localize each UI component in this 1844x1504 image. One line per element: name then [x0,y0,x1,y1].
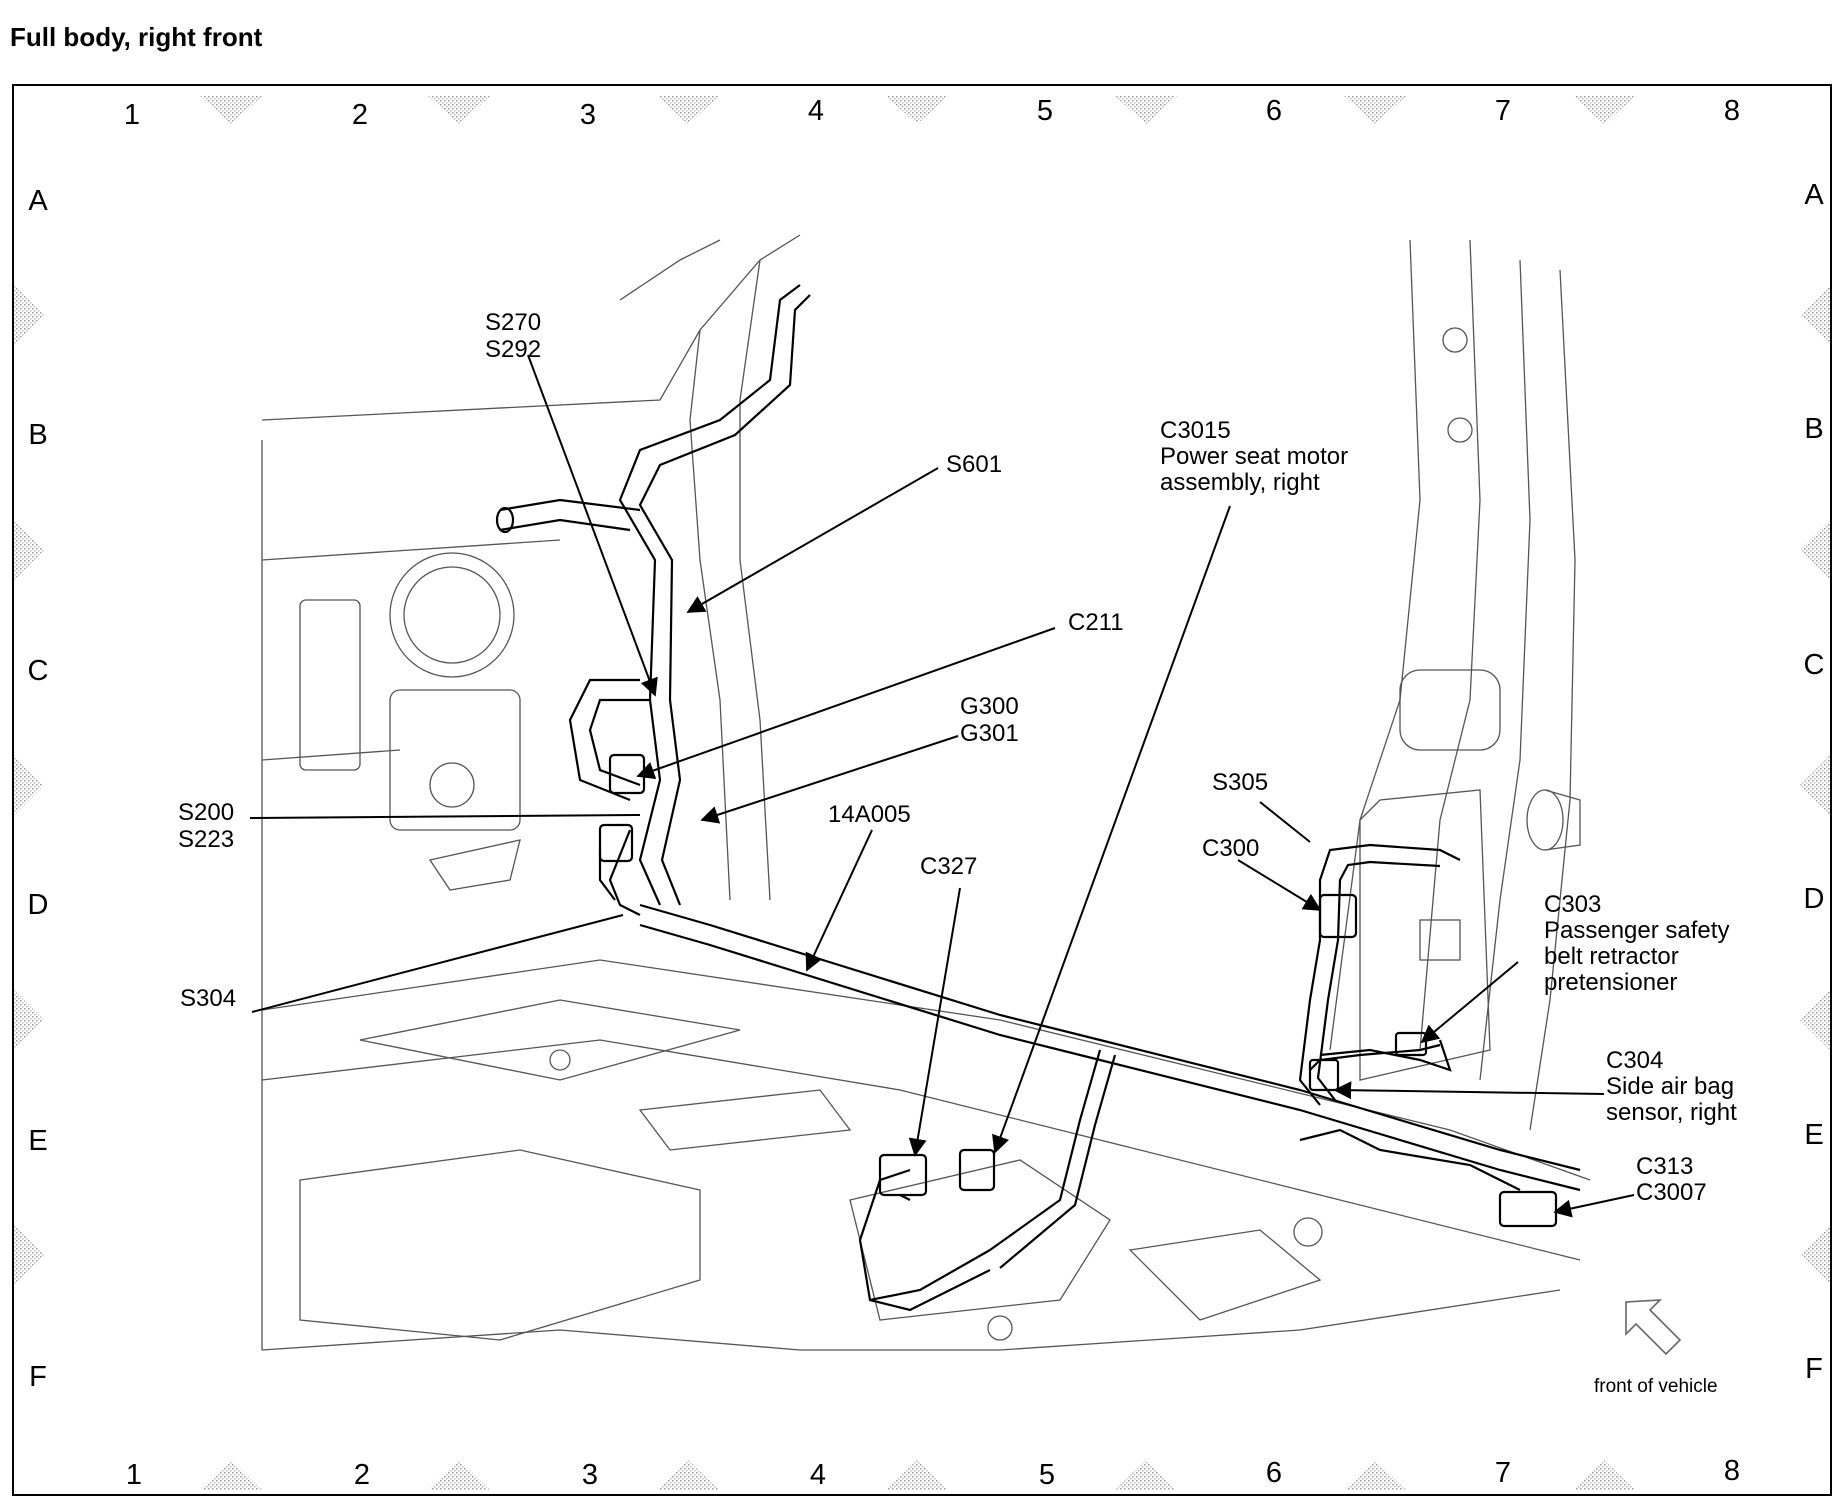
leader-c303 [1420,961,1519,1044]
col-label: 8 [1724,1455,1740,1487]
row-label: F [1805,1353,1823,1385]
leader-14a005 [805,829,873,972]
leader-c3015 [992,505,1231,1154]
grid-markers-top [200,96,1635,124]
page-title: Full body, right front [10,22,263,52]
callout-labels: S270 S292 S601 C211 G300 G301 S200 S223 … [178,309,1741,1206]
row-label: C [1804,649,1825,681]
callout-c313: C313 C3007 [1636,1153,1707,1206]
callout-c211: C211 [1068,609,1124,636]
leader-s305 [1259,801,1311,843]
callout-c300: C300 [1202,835,1259,862]
leader-g300 [700,735,959,824]
grid-markers-left [14,285,44,1285]
row-label: A [1804,179,1824,211]
leader-c313 [1553,1194,1635,1218]
leader-s601 [686,467,939,613]
diagram-frame [12,84,1832,1496]
row-label: B [1804,413,1823,445]
leader-s270 [527,354,658,697]
callout-s304: S304 [180,985,236,1012]
col-label: 3 [582,1459,598,1491]
wiring-harness [495,284,1581,1312]
col-label: 4 [808,95,824,127]
col-label: 6 [1266,95,1282,127]
leader-c304 [1333,1081,1605,1100]
col-label: 1 [124,99,140,131]
col-label: 7 [1495,1457,1511,1489]
callout-s270: S270 S292 [485,309,548,363]
callout-s305: S305 [1212,769,1268,796]
col-label: 8 [1724,95,1740,127]
vehicle-body-drawing [261,234,1591,1351]
callout-c304: C304 Side air bag sensor, right [1606,1047,1741,1126]
grid-markers-bottom [200,1460,1635,1490]
column-labels-top: 1 2 3 4 5 6 7 8 [124,95,1740,131]
row-label: F [29,1361,47,1393]
row-label: D [1804,883,1825,915]
column-labels-bottom: 1 2 3 4 5 6 7 8 [126,1455,1740,1491]
row-label: E [1804,1119,1823,1151]
col-label: 4 [810,1459,826,1491]
leader-c211 [636,627,1056,780]
col-label: 1 [126,1459,142,1491]
callout-leaders [249,354,1635,1218]
orientation-note: front of vehicle [1594,1376,1718,1397]
callout-14a005: 14A005 [828,801,911,828]
row-label: A [28,185,48,217]
callout-c303: C303 Passenger safety belt retractor pre… [1544,891,1736,996]
grid-markers-right [1800,285,1830,1285]
leader-s304 [251,914,624,1013]
leader-c300 [1237,859,1322,911]
row-labels-left: A B C D E F [28,185,49,1393]
arrow-up-left-icon [1625,1299,1682,1356]
callout-s601: S601 [946,451,1002,478]
col-label: 3 [580,99,596,131]
col-label: 5 [1037,95,1053,127]
row-labels-right: A B C D E F [1804,179,1825,1385]
col-label: 2 [352,99,368,131]
leader-c327 [908,887,961,1157]
row-label: B [28,419,47,451]
row-label: C [28,655,49,687]
row-label: E [28,1125,47,1157]
col-label: 5 [1039,1459,1055,1491]
callout-s200: S200 S223 [178,799,241,853]
col-label: 2 [354,1459,370,1491]
row-label: D [28,889,49,921]
col-label: 6 [1266,1457,1282,1489]
callout-g300: G300 G301 [960,693,1025,747]
leader-s200 [249,814,641,819]
callout-c327: C327 [920,853,977,880]
col-label: 7 [1495,95,1511,127]
callout-c3015: C3015 Power seat motor assembly, right [1160,417,1355,496]
